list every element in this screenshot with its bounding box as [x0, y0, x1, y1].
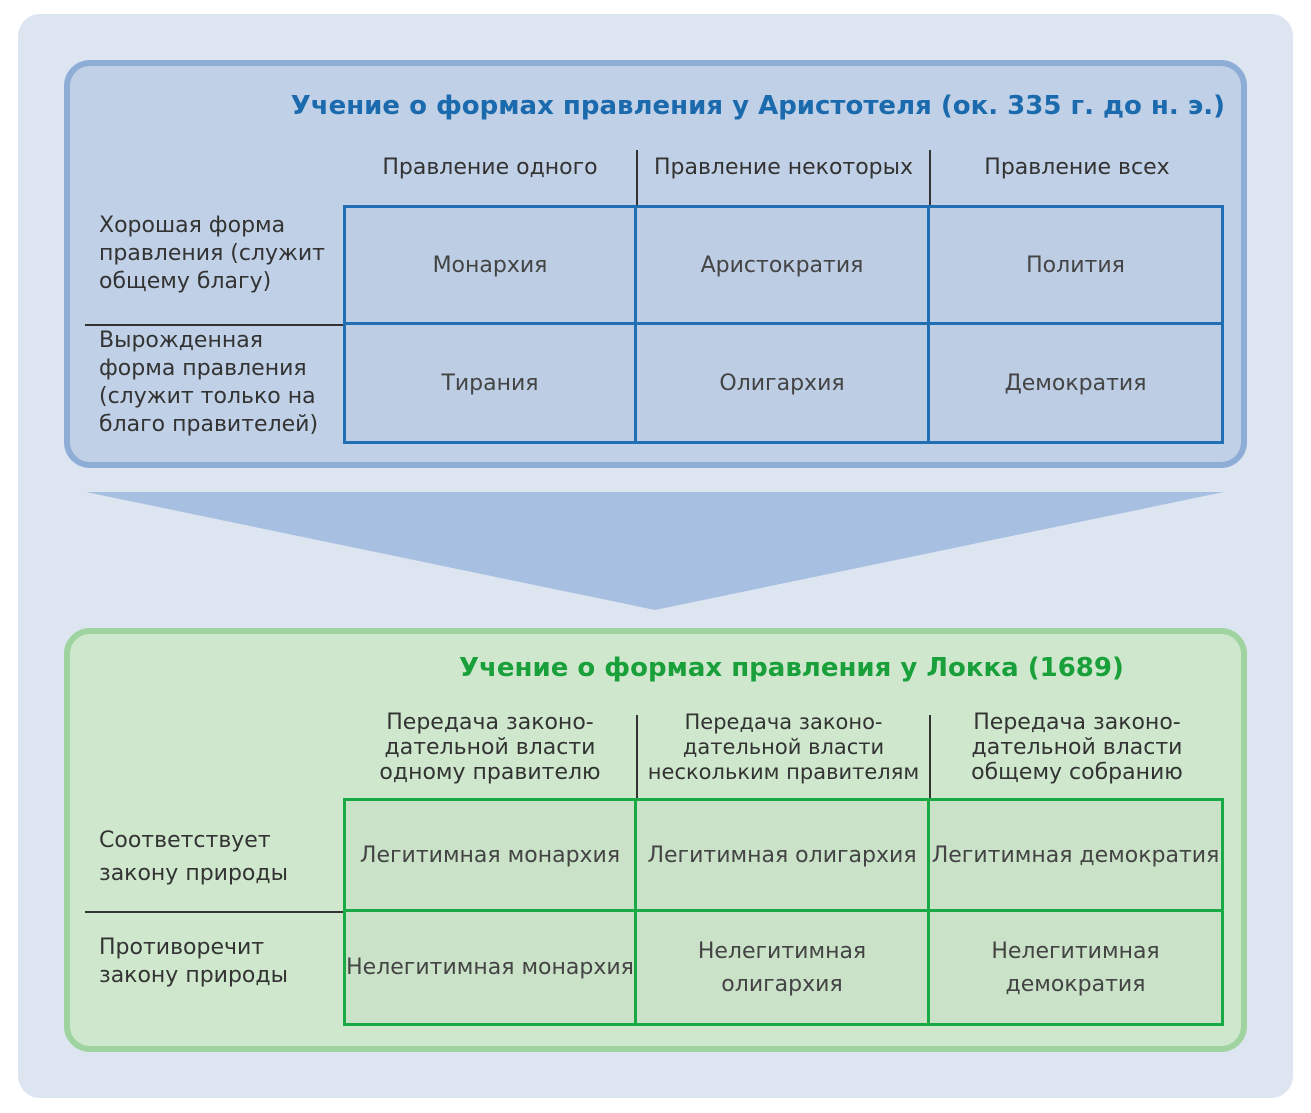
- row-divider: [85, 911, 343, 913]
- row-label: Противоречит закону природы: [99, 935, 288, 988]
- column-header: Правление некоторых: [653, 155, 914, 180]
- column-header: Передача законо-дательной власти одному …: [379, 710, 601, 785]
- aristotle-grid: Монархия Аристократия Полития Тирания Ол…: [343, 205, 1224, 444]
- column-header: Передача законо-дательной власти несколь…: [647, 710, 920, 784]
- column-divider: [636, 715, 638, 799]
- grid-cell: Нелегитимная монархия: [343, 912, 637, 1026]
- row-label: Хорошая форма правления (служит общему б…: [99, 213, 325, 294]
- row-divider: [85, 324, 343, 326]
- column-header: Передача законо-дательной власти общему …: [971, 710, 1183, 785]
- grid-cell: Легитимная демократия: [930, 798, 1224, 912]
- row-label: Вырожденная форма правления (служит толь…: [99, 328, 319, 437]
- aristotle-title: Учение о формах правления у Аристотеля (…: [290, 91, 1225, 121]
- column-divider: [929, 715, 931, 799]
- grid-cell: Легитимная олигархия: [637, 798, 930, 912]
- grid-cell: Нелегитимная демократия: [930, 912, 1224, 1026]
- grid-cell: Тирания: [343, 325, 637, 444]
- column-header: Правление всех: [984, 155, 1170, 180]
- locke-title: Учение о формах правления у Локка (1689): [459, 653, 1124, 683]
- column-divider: [636, 150, 638, 206]
- grid-cell: Монархия: [343, 205, 637, 325]
- grid-cell: Демократия: [930, 325, 1224, 444]
- grid-cell: Легитимная монархия: [343, 798, 637, 912]
- grid-cell: Олигархия: [637, 325, 930, 444]
- column-header: Правление одного: [382, 155, 598, 180]
- column-divider: [929, 150, 931, 206]
- grid-cell: Полития: [930, 205, 1224, 325]
- locke-grid: Легитимная монархия Легитимная олигархия…: [343, 798, 1224, 1026]
- grid-cell: Аристократия: [637, 205, 930, 325]
- grid-cell: Нелегитимная олигархия: [637, 912, 930, 1026]
- row-label: Соответствует закону природы: [99, 828, 288, 886]
